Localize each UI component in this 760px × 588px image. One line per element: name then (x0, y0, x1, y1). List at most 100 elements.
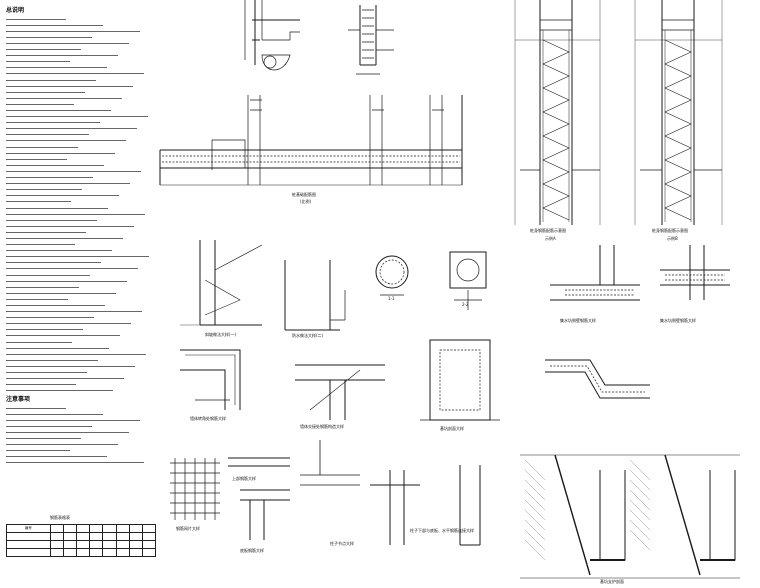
table-cell (102, 540, 117, 549)
note-line (6, 156, 156, 162)
caption-foundation-section-sub: (比例) (300, 198, 312, 204)
note-line (6, 138, 156, 144)
table-cell (115, 532, 130, 541)
caption-pile-1-sub: 示例A (545, 235, 556, 241)
table-header-cell (141, 524, 157, 533)
note-line (6, 442, 156, 448)
note-line (6, 83, 156, 89)
note-line (6, 47, 156, 53)
table-cell (76, 548, 91, 557)
note-line (6, 53, 156, 59)
note-line (6, 65, 156, 71)
note-line (6, 28, 156, 34)
detail-pit (420, 339, 500, 421)
note-line (6, 211, 156, 217)
note-line (6, 460, 156, 466)
table-cell (6, 532, 51, 541)
table-header-cell (89, 524, 104, 533)
note-line (6, 423, 156, 429)
note-line (6, 16, 156, 22)
general-notes: 总说明 注意事项 (6, 7, 156, 466)
caption-section-1-1: 1-1 (388, 296, 395, 301)
note-line (6, 59, 156, 65)
note-line (6, 266, 156, 272)
detail-footing-corner (244, 0, 300, 71)
note-line (6, 363, 156, 369)
detail-small-reinforcement (348, 5, 394, 75)
table-header-cell (49, 524, 64, 533)
detail-slope-2 (284, 260, 346, 331)
caption-corner-2: 墙体交接处钢筋构造大样 (300, 423, 344, 429)
table-cell (49, 540, 64, 549)
table-cell (128, 532, 143, 541)
table-cell (49, 532, 64, 541)
table-header-cell (102, 524, 117, 533)
detail-bottom-small (228, 440, 481, 546)
table-header-cell (128, 524, 143, 533)
note-line (6, 321, 156, 327)
table-cell (89, 548, 104, 557)
rebar-table: 编号 (6, 524, 157, 557)
note-line (6, 229, 156, 235)
detail-section-1-1 (375, 255, 409, 296)
note-line (6, 181, 156, 187)
caption-small-1: 上部钢筋大样 (232, 475, 256, 481)
table-row (6, 540, 157, 549)
note-line (6, 284, 156, 290)
table-row (6, 548, 157, 557)
note-line (6, 272, 156, 278)
note-line (6, 454, 156, 460)
table-cell (76, 540, 91, 549)
note-line (6, 193, 156, 199)
table-cell (6, 548, 51, 557)
caption-slope-1: 斜坡做法大样(一) (205, 331, 237, 337)
note-line (6, 144, 156, 150)
note-line (6, 95, 156, 101)
detail-section-2-2 (449, 251, 487, 310)
notes2-heading: 注意事项 (6, 395, 31, 403)
note-line (6, 89, 156, 95)
note-line (6, 187, 156, 193)
table-cell (141, 548, 157, 557)
table-cell (62, 532, 78, 541)
note-line (6, 77, 156, 83)
caption-corner-1: 墙体转角处钢筋大样 (190, 415, 226, 421)
detail-step-section (545, 359, 650, 399)
note-line (6, 132, 156, 138)
note-line (6, 376, 156, 382)
note-line (6, 382, 156, 388)
note-line (6, 248, 156, 254)
note-line (6, 120, 156, 126)
note-line (6, 405, 156, 411)
note-line (6, 126, 156, 132)
note-line (6, 114, 156, 120)
caption-pile-2-sub: 示例B (667, 235, 678, 241)
table-header-cell: 编号 (6, 524, 51, 533)
table-cell (115, 540, 130, 549)
note-line (6, 205, 156, 211)
note-line (6, 448, 156, 454)
table-cell (141, 540, 157, 549)
note-line (6, 101, 156, 107)
table-row (6, 532, 157, 541)
table-cell (128, 540, 143, 549)
note-line (6, 199, 156, 205)
table-cell (128, 548, 143, 557)
caption-pit: 基坑剖面大样 (440, 425, 464, 431)
note-line (6, 235, 156, 241)
table-cell (89, 540, 104, 549)
note-line (6, 327, 156, 333)
table-cell (76, 532, 91, 541)
caption-trench: 基坑支护剖面 (600, 578, 624, 584)
note-line (6, 40, 156, 46)
note-line (6, 333, 156, 339)
note-line (6, 435, 156, 441)
notes-lines (6, 16, 156, 394)
note-line (6, 417, 156, 423)
table-cell (49, 548, 64, 557)
caption-small-2: 底板钢筋大样 (240, 547, 264, 553)
caption-beam-right: 集水坑侧壁钢筋大样 (560, 317, 596, 323)
detail-pile-1 (514, 0, 601, 225)
note-line (6, 175, 156, 181)
